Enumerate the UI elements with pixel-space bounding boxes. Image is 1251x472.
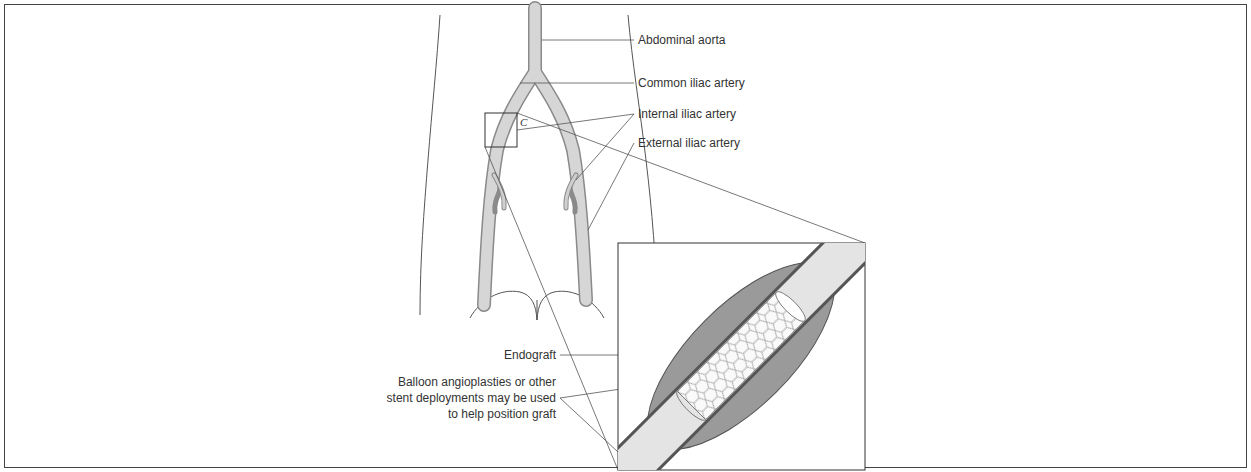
part-label: Endograft bbox=[504, 347, 556, 363]
part-label: Abdominal aorta bbox=[638, 32, 725, 48]
note-label: Balloon angioplasties or other stent dep… bbox=[381, 374, 556, 422]
part-label: External iliac artery bbox=[638, 135, 740, 151]
detail-letter: C bbox=[520, 114, 527, 130]
detail-box bbox=[485, 113, 517, 147]
inset-vessel bbox=[618, 243, 865, 470]
arteries bbox=[484, 8, 586, 305]
part-label: Internal iliac artery bbox=[638, 106, 736, 122]
part-label: Common iliac artery bbox=[638, 75, 745, 91]
